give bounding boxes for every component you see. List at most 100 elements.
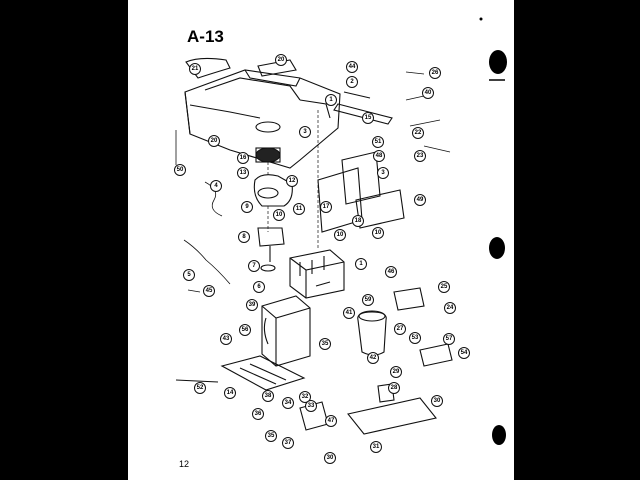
callout-circle: [388, 382, 400, 394]
callout-circle: [246, 299, 258, 311]
callout-circle: [414, 194, 426, 206]
part-callout: 2: [346, 76, 358, 88]
part-callout: 21: [189, 63, 201, 75]
callout-circle: [394, 323, 406, 335]
callout-circle: [372, 136, 384, 148]
callout-circle: [305, 400, 317, 412]
callout-circle: [352, 215, 364, 227]
callout-circle: [429, 67, 441, 79]
part-callout: 52: [194, 382, 206, 394]
callout-label: 44: [349, 64, 356, 70]
part-callout: 15: [362, 112, 374, 124]
part-callout: 32: [299, 391, 311, 403]
base-plate: [175, 355, 306, 391]
part-callout: 7: [248, 260, 260, 272]
callout-label: 10: [276, 212, 283, 218]
callout-label: 10: [375, 230, 382, 236]
part-callout: 45: [203, 285, 215, 297]
callout-circle: [355, 258, 367, 270]
callout-label: 12: [289, 178, 296, 184]
callout-label: 30: [434, 398, 441, 404]
callout-label: 31: [373, 444, 380, 450]
callout-circle: [373, 150, 385, 162]
callout-circle: [370, 441, 382, 453]
callout-label: 51: [375, 139, 382, 145]
callout-circle: [346, 61, 358, 73]
callout-circle: [362, 294, 374, 306]
part-callout: 34: [282, 397, 294, 409]
fan-motor: [257, 227, 285, 272]
callout-label: 52: [197, 385, 204, 391]
part-callout: 41: [343, 307, 355, 319]
part-callout: 20: [275, 54, 287, 66]
part-callout: 10: [372, 227, 384, 239]
callout-circle: [174, 164, 186, 176]
callout-label: 20: [211, 138, 218, 144]
part-callout: 17: [320, 201, 332, 213]
callout-label: 14: [227, 390, 234, 396]
bottom-plate: [299, 383, 437, 435]
callout-label: 47: [328, 418, 335, 424]
callout-label: 27: [397, 326, 404, 332]
callout-label: 20: [278, 57, 285, 63]
callout-label: 46: [388, 269, 395, 275]
callout-label: 7: [252, 263, 256, 269]
callout-label: 16: [240, 155, 247, 161]
part-callout: 26: [429, 67, 441, 79]
side-panels: [317, 91, 405, 250]
callout-label: 21: [192, 66, 199, 72]
part-callout: 42: [367, 352, 379, 364]
callout-circle: [319, 338, 331, 350]
part-callout: 39: [246, 299, 258, 311]
callout-label: 41: [346, 310, 353, 316]
callout-circle: [237, 152, 249, 164]
callout-label: 35: [268, 433, 275, 439]
callout-circle: [346, 76, 358, 88]
callout-circle: [412, 127, 424, 139]
part-callout: 53: [409, 332, 421, 344]
callout-circle: [252, 408, 264, 420]
callout-label: 54: [461, 350, 468, 356]
part-callout: 13: [237, 167, 249, 179]
callout-circle: [273, 209, 285, 221]
callout-circle: [299, 126, 311, 138]
callout-label: 6: [257, 284, 261, 290]
callout-label: 3: [381, 170, 385, 176]
callout-label: 15: [365, 115, 372, 121]
callout-label: 45: [206, 288, 213, 294]
callout-circle: [238, 231, 250, 243]
callout-circle: [431, 395, 443, 407]
callout-circle: [194, 382, 206, 394]
callout-circle: [409, 332, 421, 344]
part-callout: 54: [458, 347, 470, 359]
callout-label: 42: [370, 355, 377, 361]
callout-circle: [224, 387, 236, 399]
callout-label: 40: [425, 90, 432, 96]
blower-fan: [253, 147, 293, 232]
callout-label: 4: [214, 183, 218, 189]
callout-circle: [422, 87, 434, 99]
part-callout: 38: [262, 390, 274, 402]
part-callout: 36: [252, 408, 264, 420]
part-callout: 28: [388, 382, 400, 394]
callout-circle: [334, 229, 346, 241]
callout-circle: [248, 260, 260, 272]
callout-label: 53: [412, 335, 419, 341]
callout-circle: [208, 135, 220, 147]
part-callout: 10: [273, 209, 285, 221]
parts-sheet: [128, 0, 514, 480]
callout-label: 59: [365, 297, 372, 303]
part-callout: 33: [305, 400, 317, 412]
callout-label: 3: [303, 129, 307, 135]
part-callout: 29: [390, 366, 402, 378]
callout-circle: [385, 266, 397, 278]
callout-label: 8: [242, 234, 246, 240]
callout-label: 11: [296, 206, 303, 212]
part-callout: 5: [183, 269, 195, 281]
callout-label: 56: [242, 327, 249, 333]
callout-circle: [262, 390, 274, 402]
callout-circle: [443, 333, 455, 345]
callout-label: 25: [441, 284, 448, 290]
